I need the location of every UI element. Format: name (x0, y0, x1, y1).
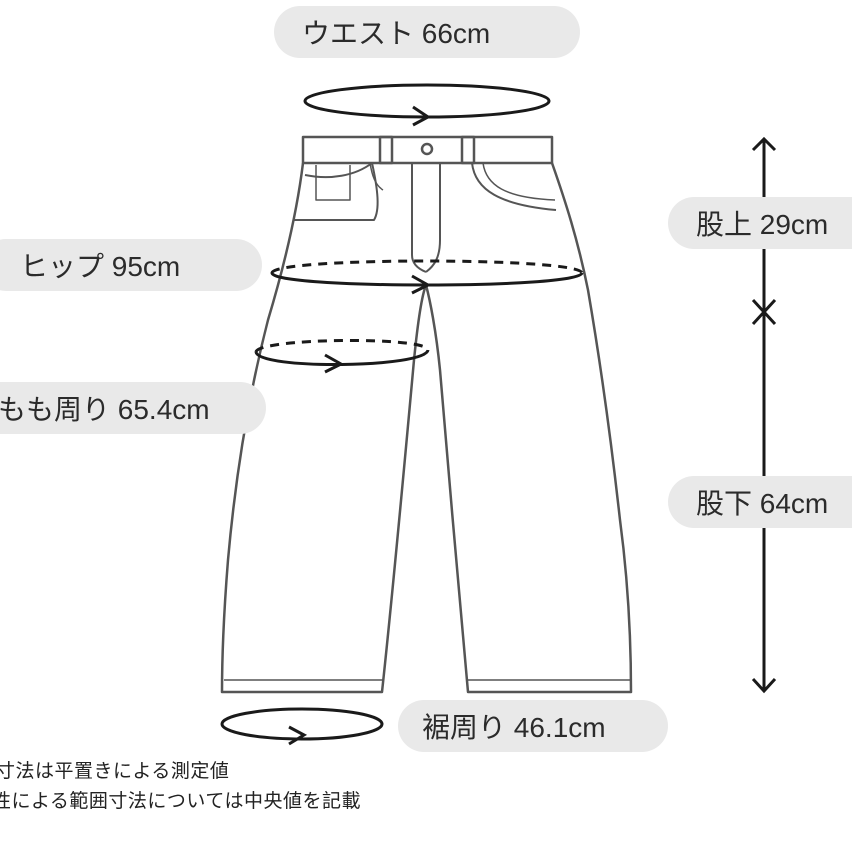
waist-measurement-label: ウエスト 66cm (274, 6, 580, 58)
pants-outline (220, 135, 633, 694)
hip-loop-arrow-icon (270, 259, 584, 295)
thigh-measurement-text: もも周り 65.4cm (0, 394, 210, 425)
inseam-measurement-label: 股下 64cm (668, 476, 852, 528)
inseam-measurement-text: 股下 64cm (696, 488, 829, 519)
hem-loop-arrow-icon (220, 707, 384, 746)
hem-measurement-text: 裾周り 46.1cm (422, 712, 606, 743)
hip-measurement-label: ヒップ 95cm (0, 239, 262, 291)
rise-measurement-label: 股上 29cm (668, 197, 852, 249)
thigh-loop-arrow-icon (254, 338, 430, 374)
waist-measurement-text: ウエスト 66cm (302, 18, 491, 49)
thigh-measurement-label: もも周り 65.4cm (0, 382, 266, 434)
hip-measurement-text: ヒップ 95cm (20, 251, 181, 282)
measurement-note-2: 性による範囲寸法については中央値を記載 (0, 791, 361, 812)
hem-measurement-label: 裾周り 46.1cm (398, 700, 668, 752)
measurement-note-1: 寸法は平置きによる測定値 (0, 761, 230, 782)
waist-loop-arrow-icon (303, 83, 551, 127)
rise-measurement-text: 股上 29cm (696, 209, 829, 240)
